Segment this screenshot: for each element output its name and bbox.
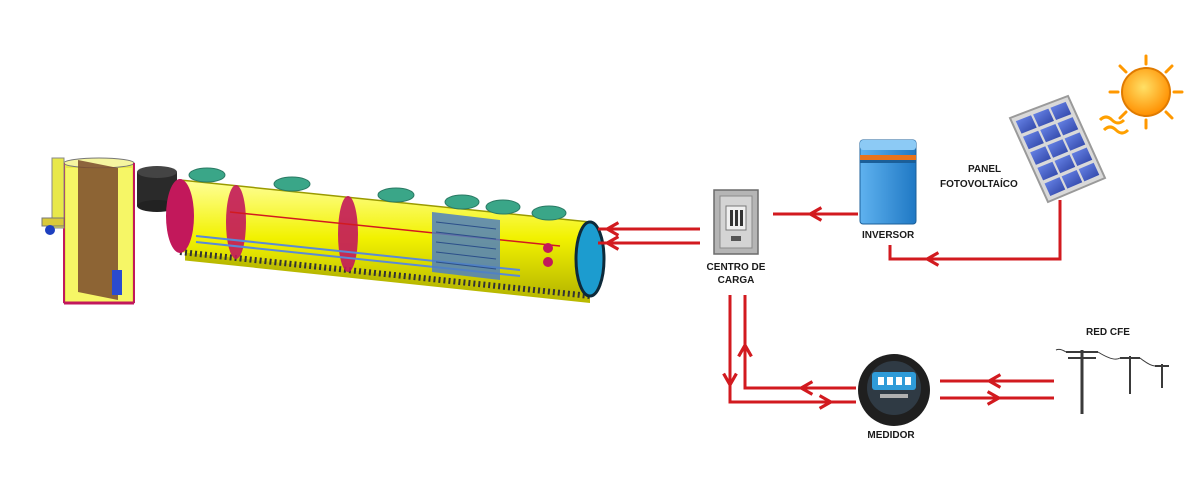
panel-label-line1: PANEL — [968, 164, 1001, 175]
breaker-panel-icon — [713, 189, 759, 255]
wire-panel-to-inverter — [888, 200, 1062, 261]
inversor-label: INVERSOR — [862, 230, 915, 241]
solar-cell — [1047, 139, 1069, 158]
solar-cell — [1030, 146, 1051, 165]
power-pole-icon — [1055, 348, 1169, 414]
solar-cell — [1022, 130, 1044, 150]
wire-centro-to-medidor-1 — [728, 295, 856, 404]
wiring — [598, 200, 1062, 404]
solar-cell — [1064, 132, 1086, 151]
medidor-label: MEDIDOR — [867, 430, 915, 441]
inverter-icon — [859, 139, 917, 225]
solar-cell — [1071, 147, 1093, 167]
solar-cell — [1054, 154, 1076, 174]
solar-cell — [1015, 115, 1037, 134]
solar-cell — [1078, 162, 1100, 182]
wire-centro-to-medidor-2 — [743, 295, 856, 390]
solar-cell — [1044, 177, 1066, 197]
solar-cell — [1050, 101, 1072, 121]
solar-cell — [1040, 123, 1062, 143]
solar-cell — [1057, 117, 1079, 136]
centro-label-line1: CENTRO DE — [707, 262, 766, 273]
solar-panel-icon — [1008, 94, 1107, 204]
electric-meter-icon — [858, 354, 930, 426]
solar-cell — [1033, 108, 1054, 127]
centro-label-line2: CARGA — [718, 275, 755, 286]
sun-icon — [1098, 54, 1184, 135]
panel-label-line2: FOTOVOLTAÍCO — [940, 177, 1018, 190]
solar-cell — [1061, 169, 1083, 189]
red-cfe-label: RED CFE — [1086, 327, 1130, 338]
wastewater-plant-icon — [41, 157, 606, 305]
solar-cell — [1037, 161, 1059, 181]
